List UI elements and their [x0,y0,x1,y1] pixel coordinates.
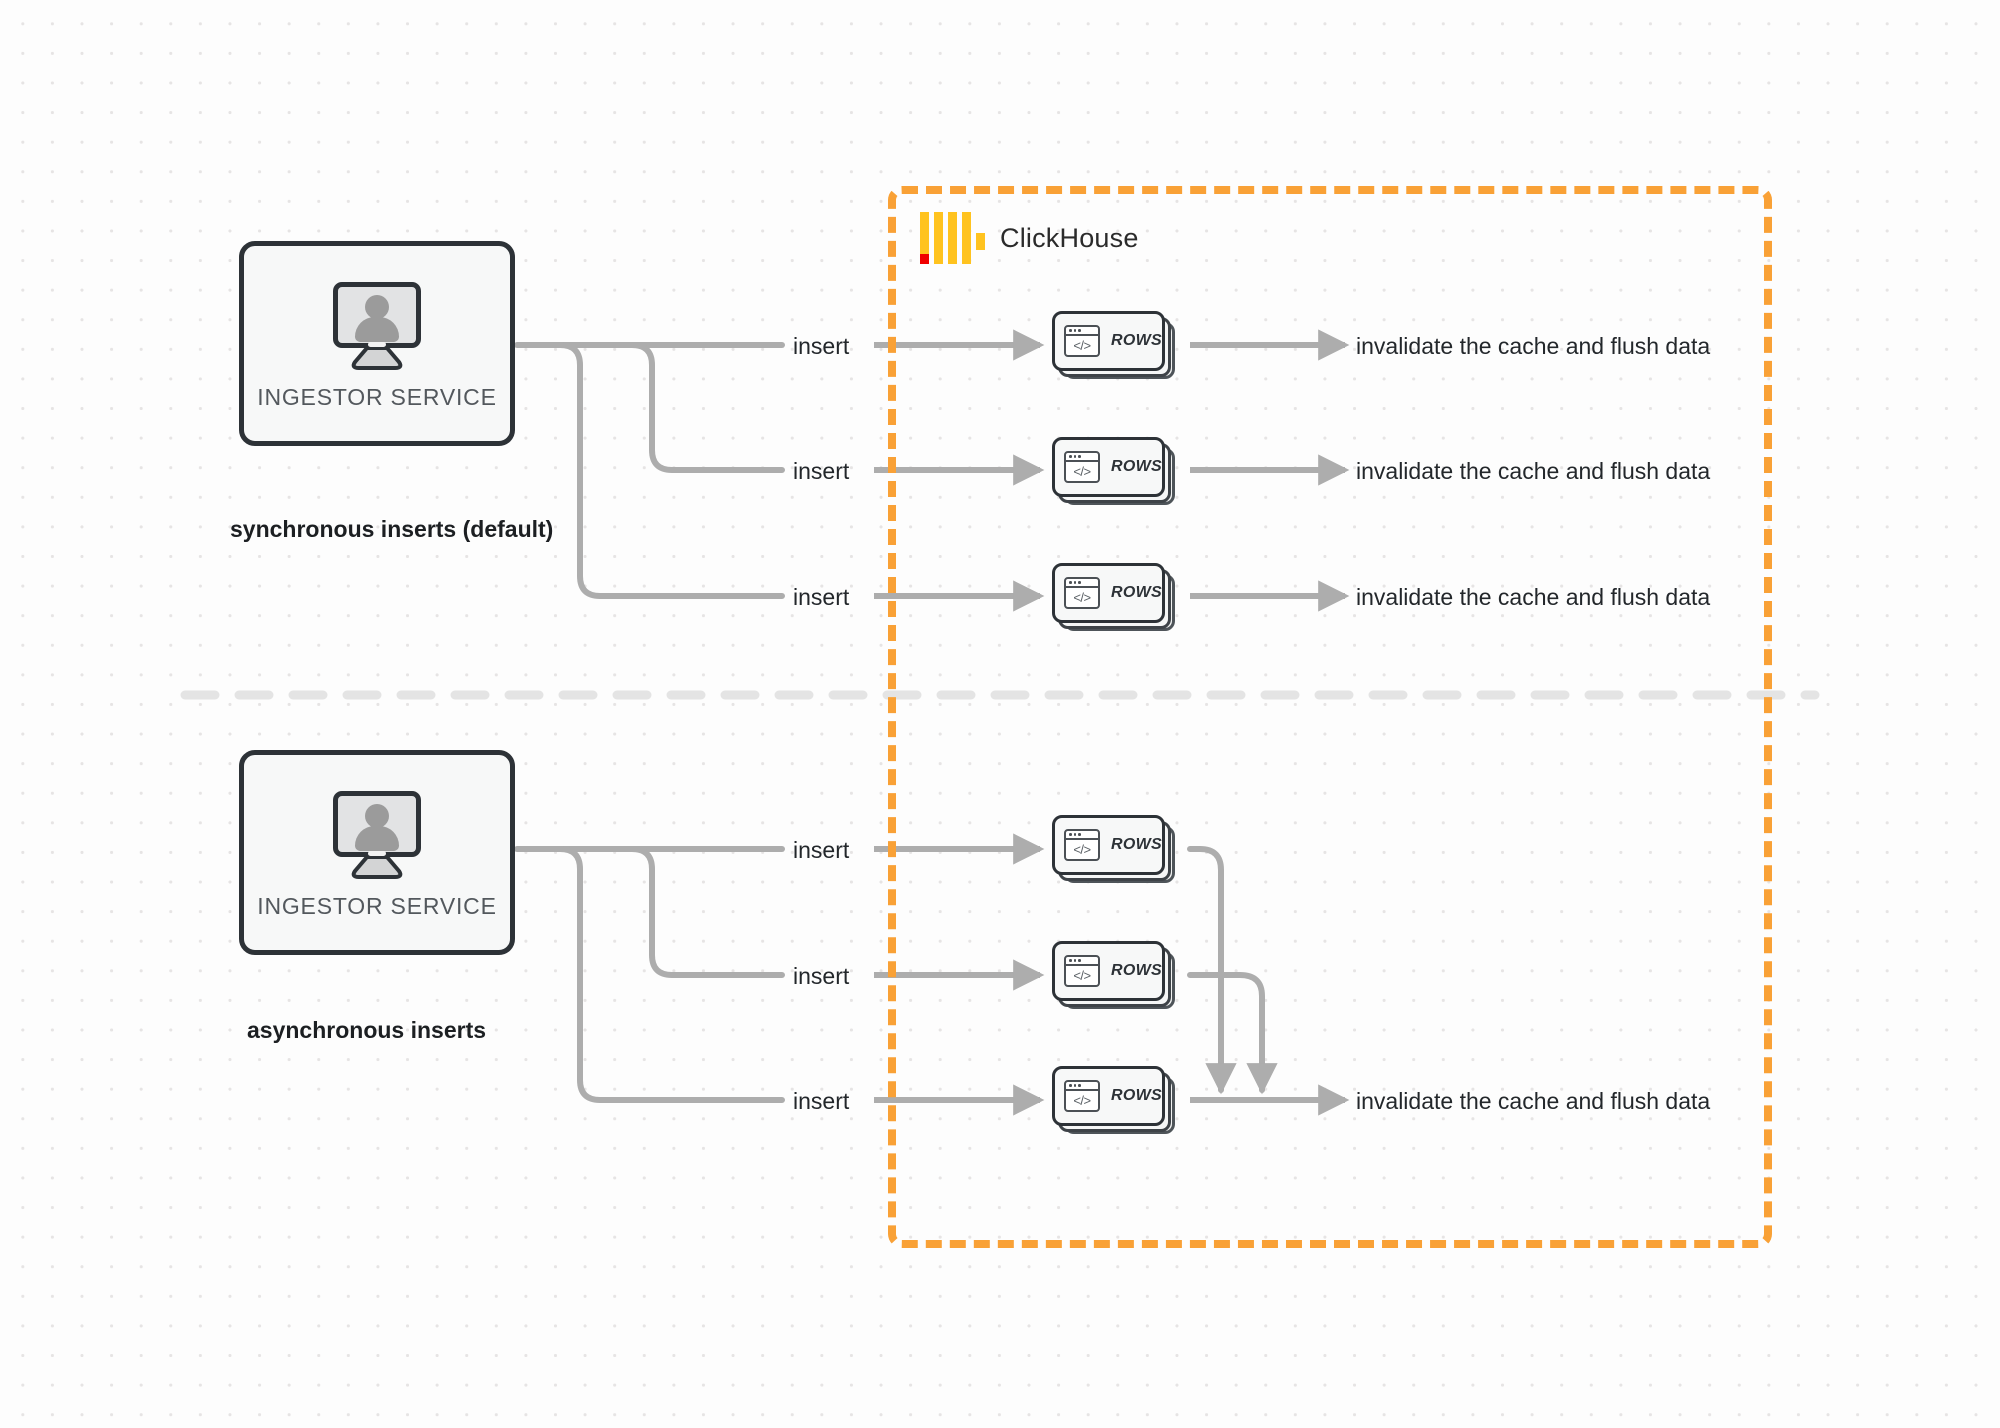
code-window-icon: </> [1064,829,1100,861]
rows-card-label: ROWS [1111,962,1162,979]
monitor-user-icon [329,785,425,881]
section-caption-asynchronous: asynchronous inserts [247,1017,487,1043]
outcome-label-sync-3: invalidate the cache and flush data [1356,584,1711,610]
ingestor-service-label-sync: INGESTOR SERVICE [257,384,497,410]
insert-label-async-1: insert [793,837,850,863]
rows-card-label: ROWS [1111,332,1162,349]
insert-label-sync-2: insert [793,458,850,484]
clickhouse-boundary [888,186,1772,1248]
code-window-icon: </> [1064,1080,1100,1112]
code-window-icon: </> [1064,451,1100,483]
outcome-label-sync-2: invalidate the cache and flush data [1356,458,1711,484]
rows-card-async-1[interactable]: </> ROWS [1052,815,1175,883]
rows-card-sync-2[interactable]: </> ROWS [1052,437,1175,505]
rows-card-label: ROWS [1111,458,1162,475]
outcome-label-async-merged: invalidate the cache and flush data [1356,1088,1711,1114]
clickhouse-logo-icon [920,212,985,264]
clickhouse-label: ClickHouse [1000,222,1139,253]
monitor-user-icon [329,276,425,372]
section-caption-synchronous: synchronous inserts (default) [230,516,554,542]
insert-label-async-3: insert [793,1088,850,1114]
rows-card-async-3[interactable]: </> ROWS [1052,1066,1175,1134]
rows-card-label: ROWS [1111,584,1162,601]
rows-card-label: ROWS [1111,836,1162,853]
insert-label-sync-1: insert [793,333,850,359]
rows-card-async-2[interactable]: </> ROWS [1052,941,1175,1009]
rows-card-sync-1[interactable]: </> ROWS [1052,311,1175,379]
rows-card-sync-3[interactable]: </> ROWS [1052,563,1175,631]
ingestor-service-label-async: INGESTOR SERVICE [257,893,497,919]
code-window-icon: </> [1064,325,1100,357]
ingestor-service-node-sync[interactable]: INGESTOR SERVICE [239,241,515,446]
insert-label-sync-3: insert [793,584,850,610]
code-window-icon: </> [1064,955,1100,987]
ingestor-service-node-async[interactable]: INGESTOR SERVICE [239,750,515,955]
insert-label-async-2: insert [793,963,850,989]
code-window-icon: </> [1064,577,1100,609]
rows-card-label: ROWS [1111,1087,1162,1104]
clickhouse-brand: ClickHouse [920,212,1139,264]
outcome-label-sync-1: invalidate the cache and flush data [1356,333,1711,359]
